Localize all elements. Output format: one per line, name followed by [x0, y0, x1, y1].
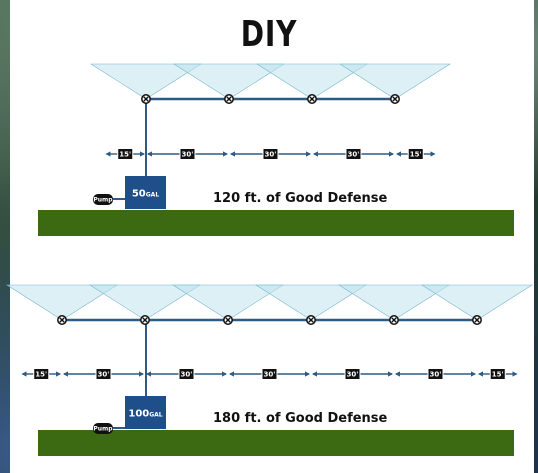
- dimension-label-box: [118, 149, 133, 159]
- dimension-label: 15': [35, 371, 47, 379]
- dimension-arrowhead: [389, 151, 394, 157]
- dimension-arrowhead: [313, 151, 318, 157]
- spray-cone: [338, 63, 452, 100]
- dimension-label-box: [262, 369, 277, 379]
- dimension-label-box: [179, 369, 194, 379]
- sprinkler-head: [306, 315, 316, 325]
- dimension-arrowhead: [305, 371, 310, 377]
- sprinkler-head-cross: [308, 317, 314, 323]
- dimension-arrowhead: [388, 371, 393, 377]
- dimension-arrowhead: [478, 371, 483, 377]
- dimension-label-box: [346, 149, 361, 159]
- page-title: DIY: [240, 14, 298, 55]
- sprinkler-head: [472, 315, 482, 325]
- dimension-arrowhead: [306, 151, 311, 157]
- spray-cone: [337, 284, 451, 321]
- sprinkler-system-1: 15' 30' 30' 30' 15' 50GAL Pump 120 ft. of Good …: [38, 63, 514, 236]
- dimension-label-box: [263, 149, 278, 159]
- sprinkler-head-cross: [474, 317, 480, 323]
- dimension-arrowhead: [146, 371, 151, 377]
- dimension-label: 30': [347, 371, 359, 379]
- spray-cone: [254, 284, 368, 321]
- tank-capacity-label: 50GAL: [132, 189, 159, 200]
- dimension-label-box: [408, 149, 423, 159]
- sprinkler-head-cross: [142, 317, 148, 323]
- dimension-label: 30': [98, 371, 110, 379]
- ground-strip: [38, 210, 514, 236]
- tank-capacity-label: 100GAL: [128, 409, 162, 420]
- dimension-label: 15': [410, 151, 422, 159]
- dimension-arrowhead: [140, 151, 145, 157]
- pump-label: Pump: [93, 197, 113, 204]
- dimension-arrowhead: [430, 151, 436, 157]
- dimension-label-box: [490, 369, 505, 379]
- defense-coverage-label: 180 ft. of Good Defense: [213, 411, 388, 426]
- spray-cone: [171, 284, 285, 321]
- dimension-arrowhead: [222, 371, 227, 377]
- dimension-arrowhead: [139, 371, 144, 377]
- spray-cone: [172, 63, 286, 100]
- pump-box: [93, 194, 113, 205]
- dimension-label-box: [345, 369, 360, 379]
- ground-strip: [38, 430, 514, 456]
- dimension-line: 15' 30' 30' 30' 15': [105, 149, 436, 159]
- sprinkler-head: [141, 94, 151, 104]
- dimension-label: 30': [430, 371, 442, 379]
- dimension-arrowhead: [230, 151, 235, 157]
- dimension-arrowhead: [512, 371, 518, 377]
- dimension-label: 30': [181, 371, 193, 379]
- sprinkler-head-cross: [59, 317, 65, 323]
- dimension-arrowhead: [471, 371, 476, 377]
- spray-cone: [89, 63, 203, 100]
- diagram-panel: [10, 0, 534, 473]
- sprinkler-head: [223, 315, 233, 325]
- sprinkler-head: [224, 94, 234, 104]
- sprinkler-head-cross: [391, 317, 397, 323]
- dimension-label-box: [428, 369, 443, 379]
- spray-cone: [88, 284, 202, 321]
- dimension-arrowhead: [396, 151, 401, 157]
- defense-coverage-label: 120 ft. of Good Defense: [213, 191, 388, 206]
- sprinkler-head: [57, 315, 67, 325]
- dimension-label: 15': [119, 151, 131, 159]
- dimension-label-box: [96, 369, 111, 379]
- sprinkler-head: [389, 315, 399, 325]
- sprinkler-head-cross: [226, 96, 232, 102]
- dimension-arrowhead: [63, 371, 68, 377]
- dimension-arrowhead: [312, 371, 317, 377]
- dimension-label: 30': [348, 151, 360, 159]
- spray-cone: [420, 284, 534, 321]
- sprinkler-head-cross: [225, 317, 231, 323]
- dimension-arrowhead: [56, 371, 61, 377]
- dimension-label: 15': [492, 371, 504, 379]
- sprinkler-head: [307, 94, 317, 104]
- dimension-label-box: [180, 149, 195, 159]
- sprinkler-head-cross: [392, 96, 398, 102]
- spray-cone: [255, 63, 369, 100]
- dimension-arrowhead: [223, 151, 228, 157]
- sprinkler-head-cross: [309, 96, 315, 102]
- water-tank: [125, 176, 166, 209]
- dimension-label: 30': [182, 151, 194, 159]
- dimension-line: 15' 30' 30' 30' 30' 30' 15': [21, 369, 518, 379]
- dimension-arrowhead: [21, 371, 27, 377]
- pump-box: [93, 423, 113, 434]
- dimension-label-box: [34, 369, 49, 379]
- dimension-label: 30': [264, 371, 276, 379]
- dimension-label: 30': [265, 151, 277, 159]
- sprinkler-head: [390, 94, 400, 104]
- sprinkler-head-cross: [143, 96, 149, 102]
- dimension-arrowhead: [105, 151, 111, 157]
- sprinkler-head: [140, 315, 150, 325]
- dimension-arrowhead: [395, 371, 400, 377]
- dimension-arrowhead: [229, 371, 234, 377]
- pump-label: Pump: [93, 426, 113, 433]
- sprinkler-system-2: 15' 30' 30' 30' 30' 30' 15' 100GAL Pump 180 ft. o…: [5, 284, 534, 456]
- dimension-arrowhead: [147, 151, 152, 157]
- water-tank: [125, 396, 166, 429]
- spray-cone: [5, 284, 119, 321]
